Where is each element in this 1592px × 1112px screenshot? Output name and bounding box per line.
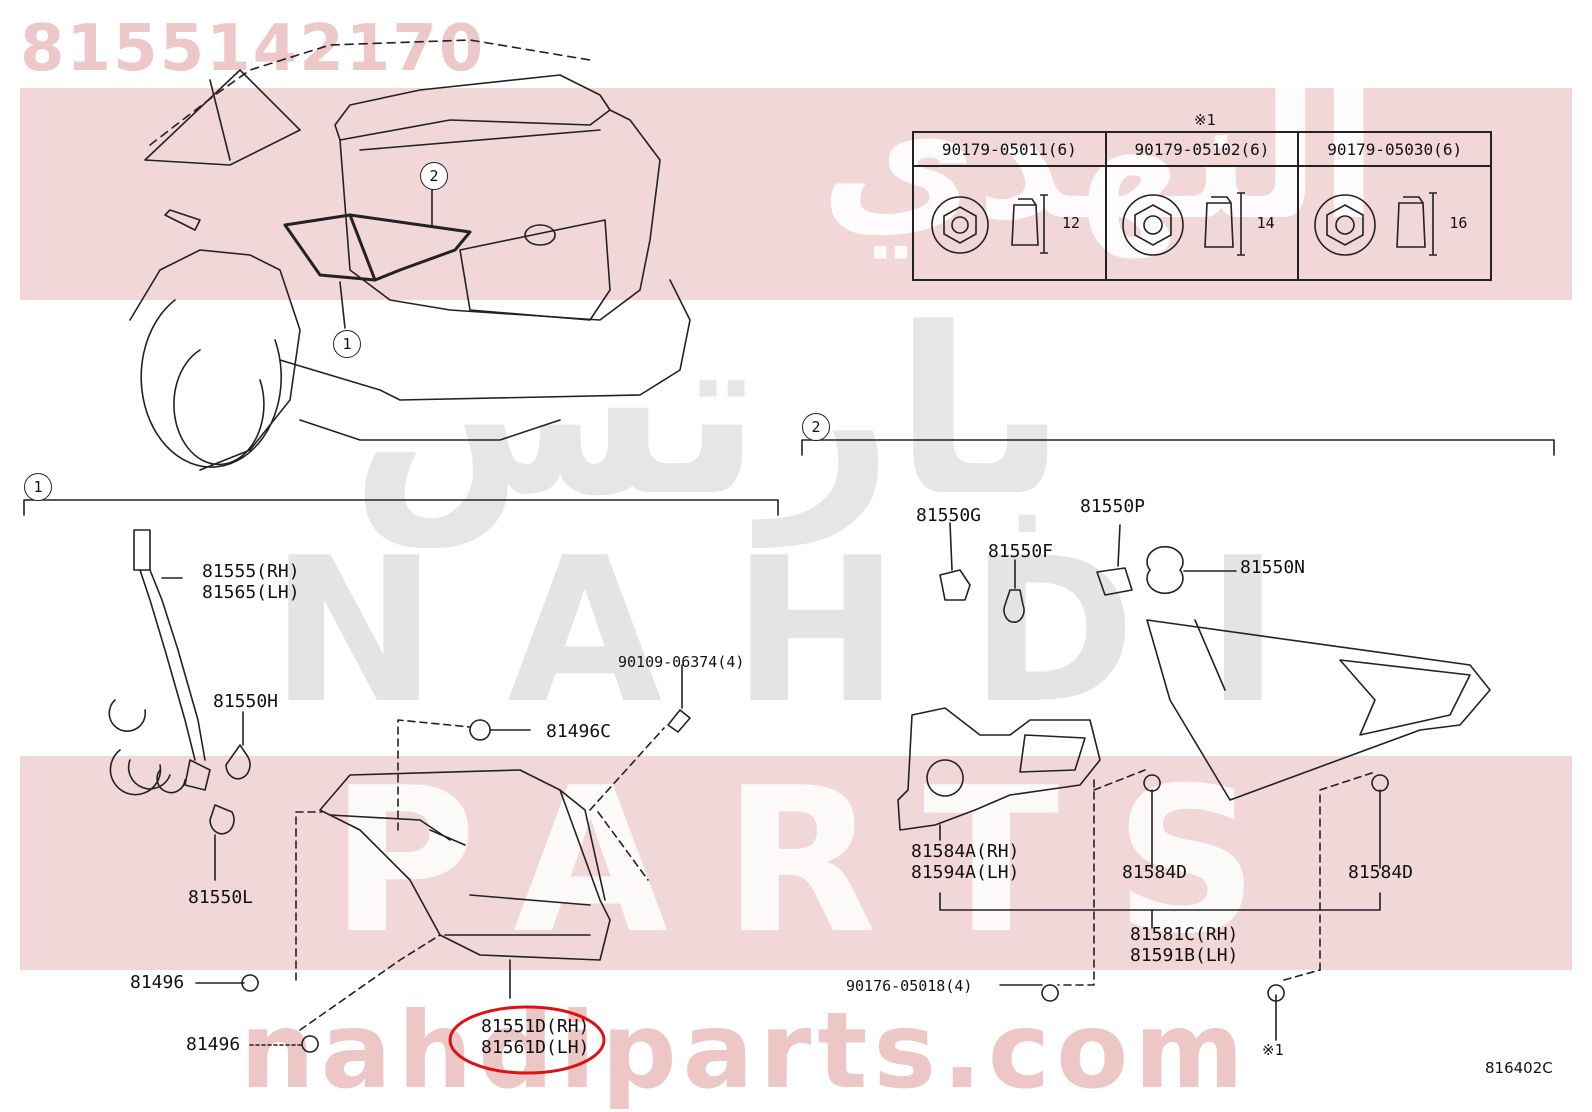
label-bulb-f: 81550F [988,541,1054,562]
diagram-code: 816402C [1485,1059,1553,1077]
label-gasket-lh: 81594A(LH) [911,862,1020,883]
callout-2-section: 2 [802,413,830,441]
socket-wire-drawing [108,529,211,796]
label-clip-2: 81496 [186,1034,241,1055]
label-socket-wire-rh: 81555(RH) [202,561,300,582]
table-header-3: 90179-05030(6) [1297,131,1492,167]
clip-2-shape [301,1035,319,1053]
vehicle-rear-illustration [129,39,691,471]
clip-c-shape [469,719,491,741]
socket-p-shape [1096,567,1133,596]
watermark-arabic-mid: بارتس [350,280,1067,547]
label-bulb-h: 81550H [213,691,279,712]
label-gasket-rh: 81584A(RH) [911,841,1020,862]
section-1-bracket [23,499,779,516]
label-nut-d1: 81584D [1122,862,1188,883]
table-note: ※1 [1194,111,1216,129]
watermark-nahdi: NAHDI [270,515,1350,748]
table-dim-1: 12 [1062,214,1081,232]
nut-d2-shape [1371,774,1389,792]
label-nut-set: 90176-05018(4) [846,977,973,995]
bulb-l-shape [209,804,235,835]
watermark-part-number: 8155142170 [20,12,486,86]
watermark-band-bottom [20,756,1572,970]
callout-1-vehicle: 1 [333,330,361,358]
table-header-2: 90179-05102(6) [1104,131,1300,167]
gasket-shape [897,707,1101,831]
label-lamp-rh: 81551D(RH) [481,1016,590,1037]
watermark-parts: PARTS [330,745,1314,978]
label-bulb-g: 81550G [916,505,982,526]
table-cell-1: 12 [912,165,1107,281]
watermark-website: nahdiparts.com [240,990,1250,1112]
tail-lamp-drawing [319,769,611,961]
table-dim-2: 14 [1256,214,1275,232]
label-socket-wire-lh: 81565(LH) [202,582,300,603]
label-bulb-n: 81550N [1240,557,1306,578]
bulb-n-shape [1146,545,1184,595]
section-2-bracket [801,439,1555,456]
table-cell-3: 16 [1297,165,1492,281]
table-cell-2: 14 [1104,165,1300,281]
label-bulb-l: 81550L [188,887,254,908]
label-lens-rh: 81581C(RH) [1130,924,1239,945]
label-note-ref: ※1 [1262,1041,1284,1059]
nut-set-shape [1041,984,1059,1002]
bulb-f-shape [1003,589,1025,623]
table-dim-3: 16 [1449,214,1468,232]
highlight-circle [448,1005,606,1075]
bulb-h-shape [225,744,251,780]
label-lamp-lh: 81561D(LH) [481,1037,590,1058]
label-clip-1: 81496 [130,972,185,993]
label-screw: 90109-06374(4) [618,653,745,671]
label-socket-p: 81550P [1080,496,1146,517]
callout-1-section: 1 [24,473,52,501]
label-clip-c: 81496C [546,721,612,742]
screw-shape [667,709,691,733]
fastener-table: 90179-05011(6) 90179-05102(6) 90179-0503… [912,131,1492,281]
nut-d1-shape [1143,774,1161,792]
bulb-g-shape [939,569,971,601]
label-nut-d2: 81584D [1348,862,1414,883]
table-header-1: 90179-05011(6) [912,131,1107,167]
label-lens-lh: 81591B(LH) [1130,945,1239,966]
clip-1-shape [241,974,259,992]
callout-2-vehicle: 2 [420,162,448,190]
lens-shape [1146,619,1491,801]
